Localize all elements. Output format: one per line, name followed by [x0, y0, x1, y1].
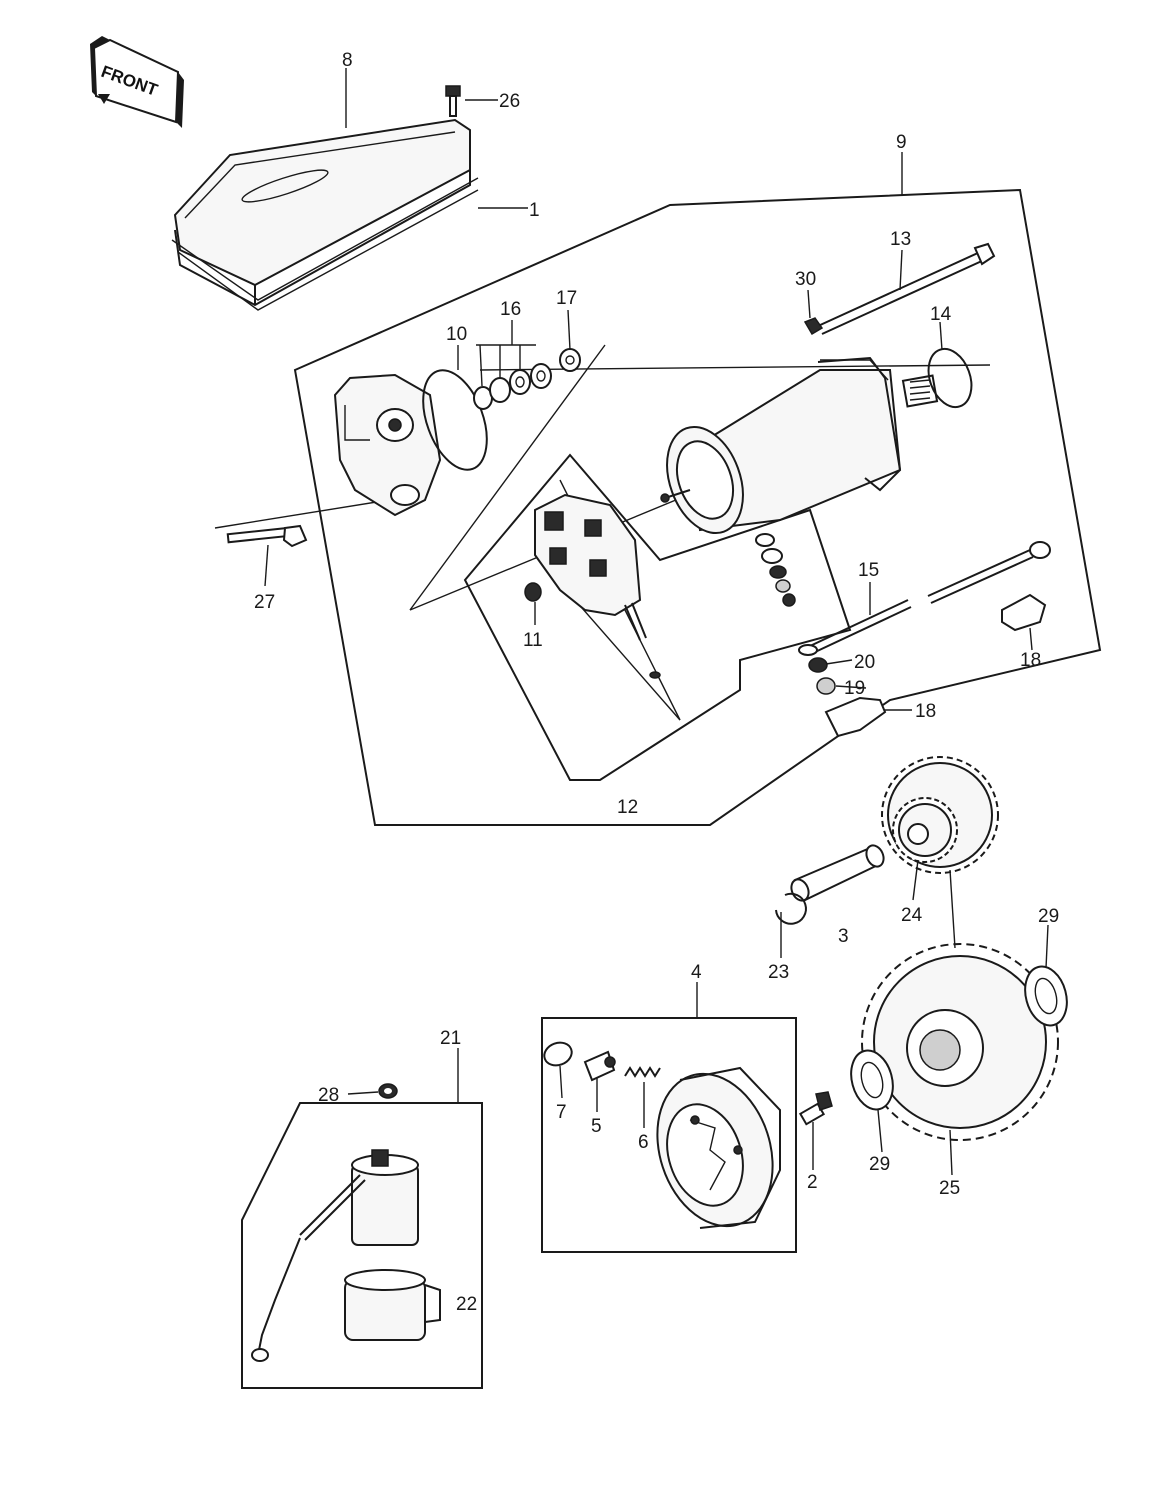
bolt-part-27 — [226, 524, 308, 548]
relay-cover-part-22 — [344, 1269, 441, 1341]
callout-labels: 8 26 1 9 13 30 14 10 16 17 27 11 15 20 1… — [254, 50, 1059, 1315]
callout-7: 7 — [556, 1102, 567, 1123]
starter-motor-body — [660, 356, 939, 535]
bolt-part-2 — [798, 1091, 833, 1126]
callout-16: 16 — [500, 299, 521, 320]
callout-6: 6 — [638, 1132, 649, 1153]
washer-part-29-right — [1024, 965, 1068, 1027]
terminal-boot-part-18-lower — [824, 696, 887, 738]
callout-11: 11 — [523, 630, 543, 651]
terminal-boot-part-18-upper — [1001, 593, 1047, 632]
gasket-part-1 — [171, 177, 479, 311]
callout-20: 20 — [854, 652, 875, 673]
callout-1: 1 — [529, 200, 540, 221]
callout-22: 22 — [456, 1294, 477, 1315]
relay-group-outline — [241, 1102, 483, 1389]
nut-part-20 — [808, 657, 828, 673]
callout-30: 30 — [795, 269, 816, 290]
lead-wire-upper — [927, 541, 1051, 604]
starter-relay — [251, 1149, 419, 1362]
callout-2: 2 — [807, 1172, 818, 1193]
callout-13: 13 — [890, 229, 911, 250]
brush-plate-group-outline — [463, 453, 852, 781]
starter-clutch-housing — [656, 1066, 781, 1229]
starter-gear-part-25 — [861, 943, 1059, 1141]
washer-part-17 — [559, 348, 581, 372]
nut-part-30 — [803, 317, 824, 336]
callout-14: 14 — [930, 304, 952, 325]
front-direction-badge: FRONT — [90, 36, 184, 128]
callout-12: 12 — [617, 797, 638, 818]
callout-24: 24 — [901, 905, 923, 926]
brush-spring-part-11 — [524, 582, 542, 602]
callout-4: 4 — [691, 962, 702, 983]
end-cover-housing — [333, 373, 442, 517]
callout-21: 21 — [440, 1028, 461, 1049]
callout-8: 8 — [342, 50, 353, 71]
washer-set-part-16 — [473, 363, 552, 410]
terminal-washer-stack — [755, 533, 796, 607]
starter-clutch-group-outline — [541, 1017, 797, 1253]
callout-23: 23 — [768, 962, 789, 983]
callout-27: 27 — [254, 592, 275, 613]
bolt-part-26 — [445, 85, 461, 117]
callout-25: 25 — [939, 1178, 960, 1199]
brush-plate — [534, 493, 661, 679]
callout-3: 3 — [838, 926, 849, 947]
washer-part-29-left — [850, 1049, 894, 1111]
callout-29-right: 29 — [1038, 906, 1059, 927]
callout-19: 19 — [844, 678, 865, 699]
callout-5: 5 — [591, 1116, 602, 1137]
lead-wire-part-15 — [798, 599, 912, 656]
cover-part-8 — [173, 118, 471, 307]
callout-28: 28 — [318, 1085, 339, 1106]
callout-26: 26 — [499, 91, 520, 112]
through-bolt-part-13 — [817, 242, 996, 335]
o-ring-part-14 — [927, 347, 973, 409]
callout-15: 15 — [858, 560, 879, 581]
roller-part-7 — [543, 1041, 573, 1067]
callout-18-upper: 18 — [1020, 650, 1041, 671]
callout-29-left: 29 — [869, 1154, 890, 1175]
nut-part-28 — [378, 1083, 398, 1099]
idle-gear-part-24 — [881, 756, 999, 874]
down-arrow-icon — [98, 94, 110, 104]
o-ring-part-10 — [422, 369, 488, 471]
starter-motor-group-outline — [293, 188, 1102, 826]
callout-9: 9 — [896, 132, 907, 153]
callout-17: 17 — [556, 288, 577, 309]
washer-part-19 — [816, 677, 836, 695]
callout-10: 10 — [446, 324, 467, 345]
shaft-part-3 — [790, 844, 885, 902]
spring-part-6 — [624, 1066, 661, 1078]
leader-lines — [264, 68, 1049, 1176]
pin-part-5 — [583, 1050, 616, 1082]
callout-18-lower: 18 — [915, 701, 936, 722]
